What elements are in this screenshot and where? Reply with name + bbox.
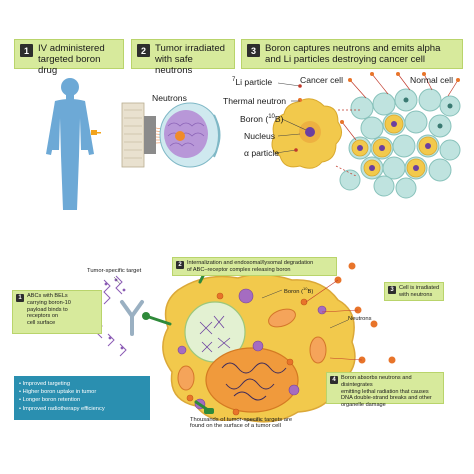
bottom-leaders [113, 276, 349, 421]
boron-superscript: 10 [268, 114, 275, 121]
injection-needle-icon [97, 132, 101, 134]
callout-2-line2: of ABC–receptor complex releasing boron [187, 266, 291, 273]
alpha-particle-dot [294, 148, 298, 152]
boron-bottom-text: Boron ( [284, 288, 304, 295]
callout-3: 3 Cell is irradiated with neutrons [384, 282, 444, 301]
li-particle-superscript: 7 [232, 77, 236, 84]
boron-text: Boron ( [240, 114, 269, 124]
step-2-line1: Tumor irradiated [155, 43, 226, 54]
callout-4-text: Boron absorbs neutrons and disintegrates… [341, 375, 440, 409]
neutron-paths [305, 279, 363, 361]
step-2-text: Tumor irradiated with safe neutrons [155, 43, 229, 76]
magnify-link [335, 109, 362, 177]
benefit-item: • Longer boron retention [19, 397, 81, 404]
step-1-text: IV administered targeted boron drug [38, 43, 118, 76]
boron-bottom-text-end: B) [307, 288, 314, 295]
neutron-beam-apparatus [121, 102, 183, 168]
callout-1-text: ABCs with BELs carrying boron-10 payload… [27, 293, 71, 327]
callout-1-number: 1 [16, 294, 24, 302]
callout-4-line2: emitting lethal radiation that causes [341, 388, 429, 395]
callout-2-line1: Internalization and endosomal/lysomal de… [187, 260, 314, 266]
top-illustration [46, 72, 461, 210]
step-2-number: 2 [137, 44, 150, 57]
boron-bottom-superscript: 10 [303, 286, 308, 291]
step-3-line1: Boron captures neutrons and emits alpha [265, 43, 441, 54]
step-3-box: 3 Boron captures neutrons and emits alph… [241, 39, 463, 69]
benefit-item: • Improved radiotherapy efficiency [19, 405, 105, 412]
callout-3-line2: with neutrons [399, 291, 433, 298]
thermal-neutron-label: Thermal neutron [223, 96, 287, 106]
callout-1: 1 ABCs with BELs carrying boron-10 paylo… [12, 290, 102, 334]
footer-line2: found on the surface of a tumor cell [190, 423, 281, 429]
callout-4-line1: Boron absorbs neutrons and disintegrates [341, 375, 412, 388]
callout-4-line4: organelle damage [341, 402, 386, 409]
callout-1-line5: cell surface [27, 320, 56, 327]
boron-label-bottom: Boron (10B) [284, 286, 313, 295]
cancer-cell-label: Cancer cell [300, 75, 343, 85]
step-1-number: 1 [20, 44, 33, 57]
callout-1-line1: ABCs with BELs [27, 293, 68, 299]
neutrons-label-bottom: Neutrons [348, 316, 372, 322]
antibody-boron-conjugate-icon [95, 275, 144, 357]
nuclei-in-tissue [357, 97, 453, 171]
callout-1-line3: payload binds to [27, 306, 68, 313]
callout-2: 2 Internalization and endosomal/lysomal … [172, 257, 337, 276]
callout-1-line2: carrying boron-10 [27, 299, 71, 306]
boron-label-top: Boron (10B) [240, 114, 283, 124]
tumor-specific-target-label: Tumor-specific target [87, 268, 142, 274]
li-particle-dot [298, 84, 302, 88]
label-leaders [275, 82, 307, 154]
brain-cross-section-icon [159, 102, 221, 168]
alpha-particle-label: α particle [244, 148, 280, 158]
callout-3-line1: Cell is irradiated [399, 285, 440, 291]
step-2-box: 2 Tumor irradiated with safe neutrons [131, 39, 235, 76]
boron-text-end: B) [274, 114, 284, 124]
nucleus-label: Nucleus [244, 131, 276, 141]
neutrons-label: Neutrons [152, 93, 187, 103]
callout-3-text: Cell is irradiated with neutrons [399, 285, 439, 299]
callout-2-text: Internalization and endosomal/lysomal de… [187, 260, 313, 274]
callout-3-number: 3 [388, 286, 396, 294]
callout-4-line3: DNA double-strand breaks and other [341, 395, 432, 402]
bottom-illustration [95, 262, 396, 423]
cancer-cell-icon [271, 98, 342, 169]
step-3-line2: and Li particles destroying cancer cell [265, 54, 425, 65]
injection-site-icon [91, 130, 97, 135]
endosome-icon [184, 301, 246, 363]
step-2-line2: with safe neutrons [155, 54, 193, 76]
callout-4-number: 4 [330, 376, 338, 384]
li-particle-text: Li particle [235, 77, 273, 87]
benefits-box: • Improved targeting • Higher boron upta… [14, 376, 150, 420]
step-3-text: Boron captures neutrons and emits alpha … [265, 43, 440, 65]
neutron-dots [298, 72, 460, 124]
li-particle-label: 7Li particle [232, 77, 272, 87]
footer-caption: Thousands of tumor-specific targets are … [190, 417, 292, 429]
nucleus-icon [205, 347, 299, 413]
footer-line1: Thousands of tumor-specific targets are [190, 417, 293, 423]
neutron-arrows [341, 73, 459, 141]
callout-1-line4: receptors on [27, 313, 59, 320]
normal-cell-label: Normal cell [410, 75, 453, 85]
step-1-line1: IV administered [38, 43, 105, 54]
callout-2-number: 2 [176, 261, 184, 269]
benefit-item: • Improved targeting [19, 381, 70, 387]
human-body-icon [46, 78, 94, 210]
step-1-box: 1 IV administered targeted boron drug [14, 39, 124, 76]
neutron-dots-inside [186, 292, 308, 416]
callout-4: 4 Boron absorbs neutrons and disintegrat… [326, 372, 444, 408]
step-3-number: 3 [247, 44, 260, 57]
step-1-line2: targeted boron drug [38, 54, 101, 76]
benefit-item: • Higher boron uptake in tumor [19, 389, 97, 396]
mitochondria-icon [177, 308, 327, 391]
